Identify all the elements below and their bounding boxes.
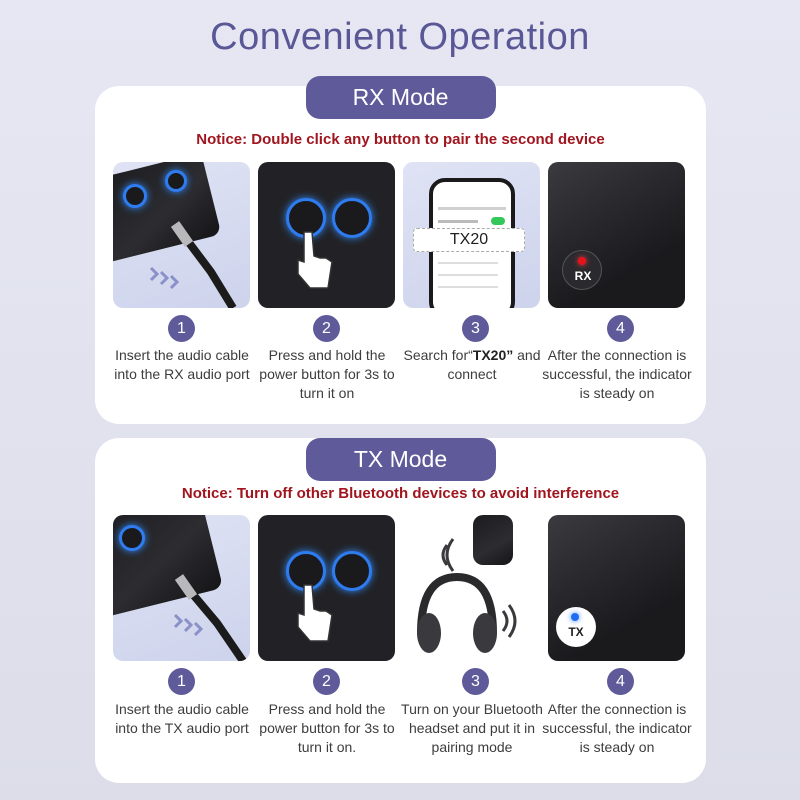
button-ring xyxy=(119,525,145,551)
audio-cable-icon xyxy=(149,221,237,308)
tx-step2-number: 2 xyxy=(313,668,340,695)
rx-step1-text: Insert the audio cable into the RX audio… xyxy=(114,347,250,382)
tx-step1-number: 1 xyxy=(168,668,195,695)
tx-step4-number: 4 xyxy=(607,668,634,695)
tx-step2-text: Press and hold the power button for 3s t… xyxy=(259,701,395,755)
rx-step3-text: Search for“TX20” and connect xyxy=(403,347,541,382)
indicator-label: RX xyxy=(574,269,592,283)
tx-step3-image xyxy=(403,515,540,661)
rx-step2-text: Press and hold the power button for 3s t… xyxy=(259,347,395,401)
pointing-hand-icon xyxy=(297,584,333,642)
rx-step4-text: After the connection is successful, the … xyxy=(542,347,692,401)
volume-button-icon xyxy=(332,198,372,238)
device-name-tag: TX20 xyxy=(413,228,525,252)
tx-notice: Notice: Turn off other Bluetooth devices… xyxy=(181,485,620,502)
audio-cable-icon xyxy=(173,574,247,661)
button-ring xyxy=(123,184,147,208)
bluetooth-wave-icon xyxy=(441,538,517,638)
indicator-label: TX xyxy=(568,625,584,639)
tx-step1-text: Insert the audio cable into the TX audio… xyxy=(115,701,249,736)
indicator-led-icon xyxy=(571,613,579,621)
tx-step2-image xyxy=(258,515,395,661)
rx-step2-number: 2 xyxy=(313,315,340,342)
tx-step4-text: After the connection is successful, the … xyxy=(542,701,692,755)
rx-step4-number: 4 xyxy=(607,315,634,342)
rx-step2-image xyxy=(258,162,395,308)
button-ring xyxy=(165,170,187,192)
indicator-badge: RX xyxy=(562,250,602,290)
pointing-hand-icon xyxy=(297,231,333,289)
rx-step3-image: TX20 xyxy=(403,162,540,308)
rx-mode-title: RX Mode xyxy=(305,76,496,119)
rx-step3-number: 3 xyxy=(462,315,489,342)
tx-step3-text: Turn on your Bluetooth headset and put i… xyxy=(401,701,543,755)
rx-step4-image: RX xyxy=(548,162,685,308)
indicator-badge: TX xyxy=(556,607,596,647)
indicator-led-icon xyxy=(578,257,586,265)
headphones-icon xyxy=(417,572,497,653)
rx-step1-number: 1 xyxy=(168,315,195,342)
page-title: Convenient Operation xyxy=(210,16,590,58)
rx-notice: Notice: Double click any button to pair … xyxy=(196,131,605,148)
rx-mode-panel: RX Mode Notice: Double click any button … xyxy=(95,76,706,424)
tx-step3-number: 3 xyxy=(462,668,489,695)
device-body xyxy=(473,515,513,565)
rx-step1-image xyxy=(113,162,250,308)
volume-button-icon xyxy=(332,551,372,591)
tx-mode-title: TX Mode xyxy=(305,438,496,481)
tx-step1-image xyxy=(113,515,250,661)
tx-step4-image: TX xyxy=(548,515,685,661)
tx-mode-panel: TX Mode Notice: Turn off other Bluetooth… xyxy=(95,438,706,783)
